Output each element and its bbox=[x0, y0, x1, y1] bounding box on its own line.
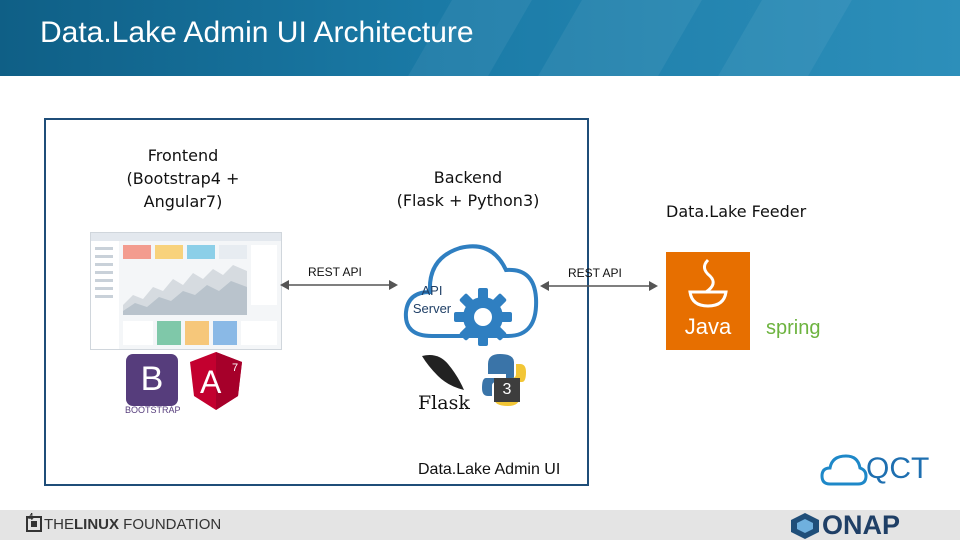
flask-text: Flask bbox=[418, 392, 470, 414]
api-server-line1: API bbox=[421, 283, 443, 298]
backend-line1: (Flask + Python3) bbox=[396, 191, 540, 210]
python-version-badge: 3 bbox=[494, 378, 520, 402]
header-bar: Data.Lake Admin UI Architecture bbox=[0, 0, 960, 76]
frontend-label: Frontend (Bootstrap4 + Angular7) bbox=[108, 144, 258, 213]
cloud-icon bbox=[403, 244, 539, 338]
java-logo: Java bbox=[666, 252, 750, 350]
flask-horn-icon bbox=[422, 355, 464, 390]
rest-api-right-arrow bbox=[540, 281, 658, 291]
angular-logo bbox=[190, 352, 242, 410]
dashboard-screenshot bbox=[90, 232, 282, 350]
bootstrap-logo: B bbox=[126, 354, 178, 406]
frontend-title: Frontend bbox=[147, 146, 219, 165]
backend-label: Backend (Flask + Python3) bbox=[388, 166, 548, 212]
header-stripe bbox=[538, 0, 702, 76]
angular-version: 7 bbox=[232, 362, 239, 374]
lf-the: THE bbox=[44, 516, 74, 533]
rest-api-right-label: REST API bbox=[568, 266, 622, 280]
qct-text: QCT bbox=[866, 452, 930, 485]
bootstrap-letter: B bbox=[140, 360, 164, 398]
angular-letter: A bbox=[200, 364, 222, 400]
linux-foundation-icon bbox=[26, 516, 42, 532]
admin-ui-label: Data.Lake Admin UI bbox=[418, 461, 561, 478]
header-stripe bbox=[718, 0, 852, 76]
api-server-label: API Server bbox=[412, 282, 452, 318]
api-server-line2: Server bbox=[412, 301, 452, 316]
gear-icon bbox=[454, 288, 512, 346]
spring-text: spring bbox=[766, 317, 821, 339]
java-text: Java bbox=[684, 314, 732, 339]
bootstrap-text: BOOTSTRAP bbox=[125, 405, 181, 415]
lf-foundation: FOUNDATION bbox=[123, 516, 222, 533]
page-title: Data.Lake Admin UI Architecture bbox=[40, 16, 474, 49]
lf-linux: LINUX bbox=[74, 516, 119, 533]
backend-title: Backend bbox=[433, 168, 503, 187]
qct-cloud-icon bbox=[820, 454, 868, 486]
rest-api-left-arrow bbox=[280, 280, 398, 290]
frontend-line1: (Bootstrap4 + bbox=[126, 169, 240, 188]
admin-ui-frame bbox=[44, 118, 589, 486]
linux-foundation-wordmark: THELINUX FOUNDATION bbox=[44, 516, 221, 533]
onap-icon bbox=[791, 513, 819, 539]
feeder-title: Data.Lake Feeder bbox=[666, 202, 807, 221]
java-cup-icon bbox=[688, 258, 728, 308]
onap-text: ONAP bbox=[822, 510, 901, 540]
frontend-line2: Angular7) bbox=[143, 192, 223, 211]
dashboard-mockup-graphic bbox=[91, 233, 281, 349]
rest-api-left-label: REST API bbox=[308, 265, 362, 279]
